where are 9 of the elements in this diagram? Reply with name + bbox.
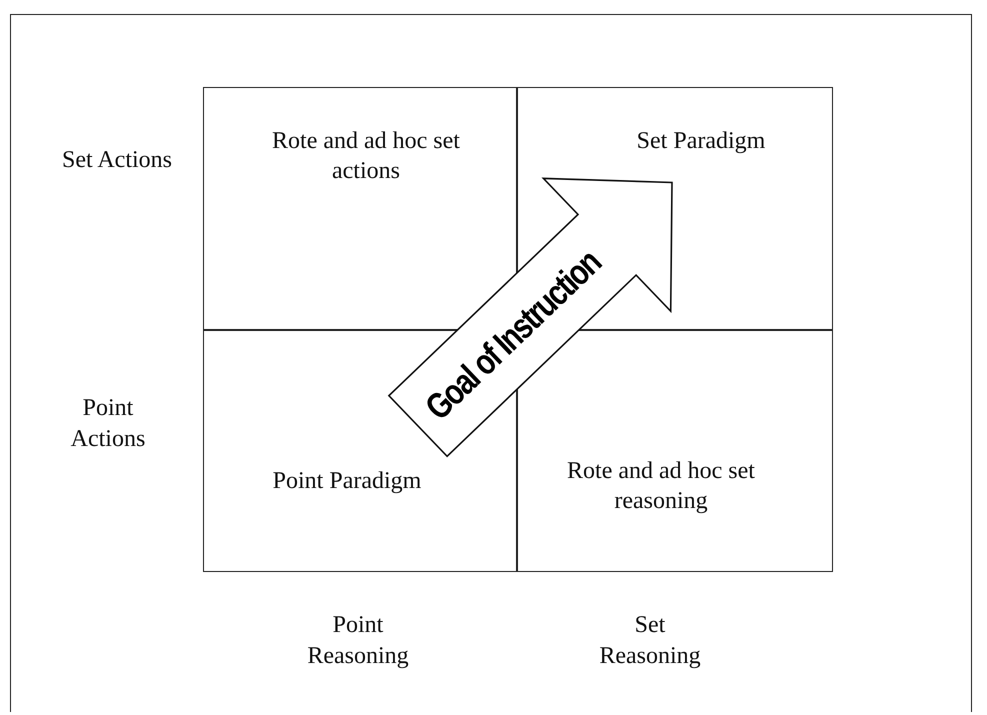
cell-text: Rote and ad hoc set reasoning (566, 457, 756, 516)
axis-label: Set Actions (62, 146, 172, 175)
axis-label: Point Actions (70, 394, 146, 454)
cell-text: Point Paradigm (272, 467, 422, 496)
axis-label: Point Reasoning (306, 611, 410, 671)
cell-text: Rote and ad hoc set actions (271, 127, 461, 186)
block-arrow (388, 178, 673, 458)
cell-text: Set Paradigm (636, 127, 766, 156)
axis-label: Set Reasoning (598, 611, 702, 671)
